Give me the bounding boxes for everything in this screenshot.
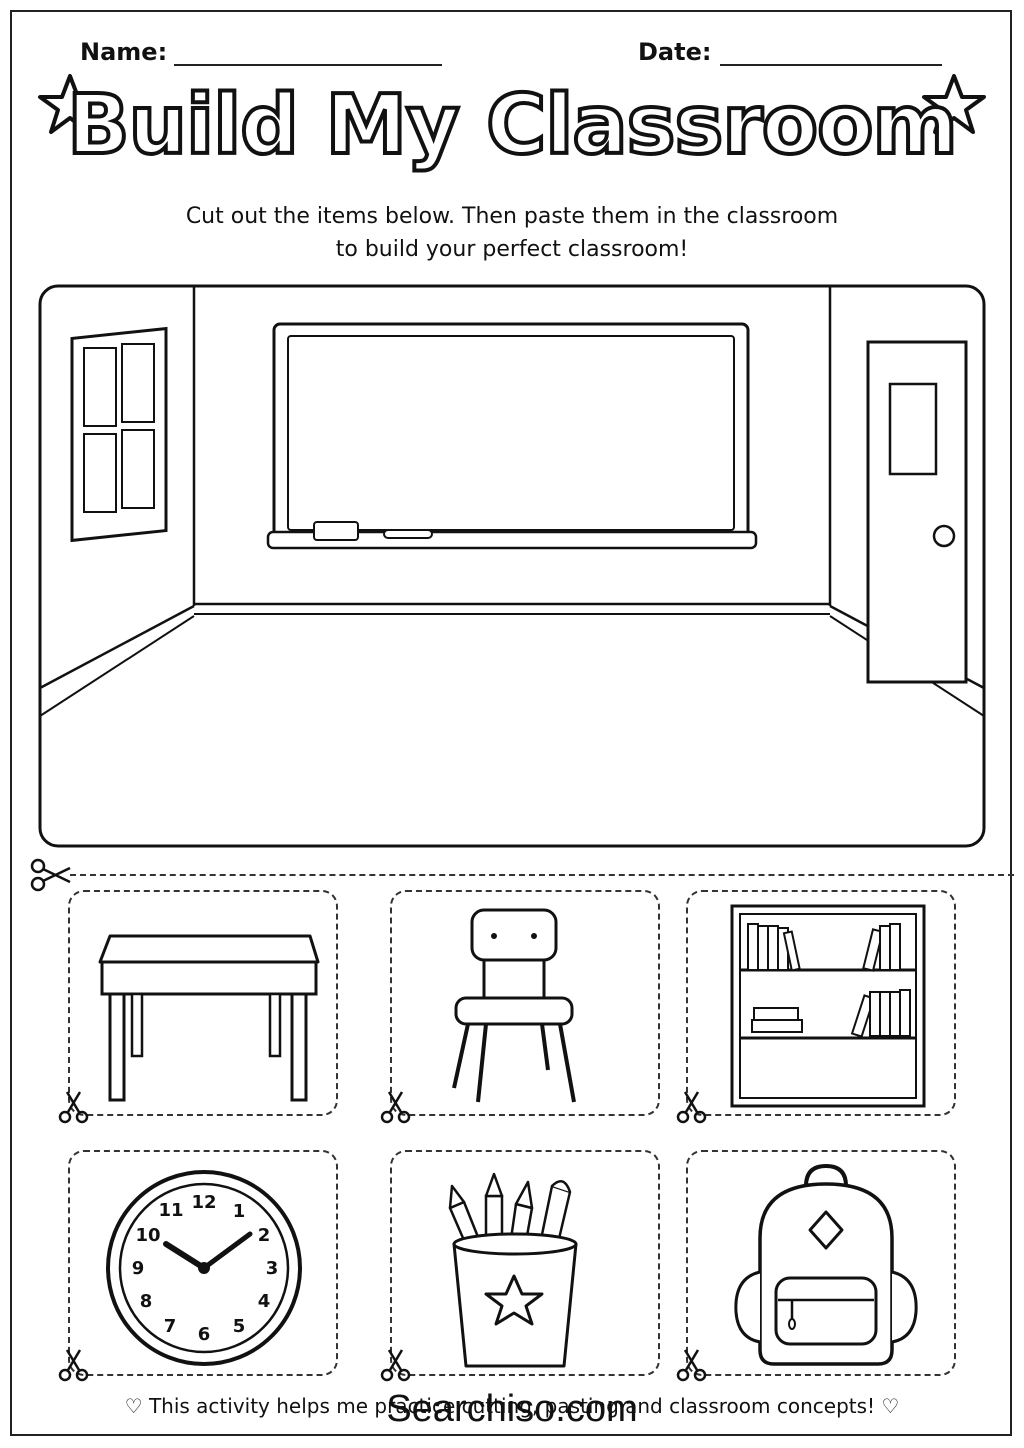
cutout-card-bookshelf[interactable] [686, 890, 956, 1116]
page-border [10, 10, 1012, 1436]
desk-icon [98, 934, 320, 1102]
name-label: Name: [80, 38, 168, 66]
window-icon [70, 326, 168, 543]
clock-number-12: 12 [191, 1192, 216, 1213]
pencil-cup-icon [448, 1172, 578, 1368]
clock-number-2: 2 [258, 1225, 271, 1246]
star-icon [38, 74, 102, 134]
scissors-icon [380, 1091, 411, 1124]
instructions-line-1: Cut out the items below. Then paste them… [185, 204, 839, 229]
scissors-icon [58, 1091, 89, 1124]
clock-number-5: 5 [233, 1316, 246, 1337]
name-field[interactable] [174, 64, 442, 66]
door-icon [866, 340, 968, 684]
date-label: Date: [638, 38, 712, 66]
clock-number-6: 6 [198, 1324, 211, 1345]
instructions-line-2: to build your perfect classroom! [335, 237, 689, 262]
chair-icon [452, 908, 576, 1103]
clock-number-1: 1 [233, 1201, 246, 1222]
scissors-icon [380, 1349, 411, 1382]
cut-line [70, 874, 1014, 876]
scissors-icon [676, 1091, 707, 1124]
classroom-scene [38, 284, 986, 848]
footer-note: ♡ This activity helps me practice cuttin… [124, 1394, 900, 1418]
date-field[interactable] [720, 64, 942, 66]
clock-icon: 12 1 2 3 4 5 6 7 8 9 10 11 [106, 1170, 302, 1366]
bookshelf-icon [730, 904, 926, 1108]
clock-number-7: 7 [164, 1316, 177, 1337]
star-icon [922, 74, 986, 134]
clock-number-4: 4 [258, 1291, 271, 1312]
cutout-card-clock[interactable]: 12 1 2 3 4 5 6 7 8 9 10 11 [68, 1150, 338, 1376]
cutout-card-pencil-cup[interactable] [390, 1150, 660, 1376]
cutout-card-backpack[interactable] [686, 1150, 956, 1376]
instructions: Cut out the items below. Then paste them… [0, 200, 1024, 266]
clock-number-9: 9 [132, 1258, 145, 1279]
whiteboard-icon [266, 322, 758, 550]
scissors-icon [676, 1349, 707, 1382]
clock-number-8: 8 [140, 1291, 153, 1312]
watermark: Searchiso.com [386, 1388, 638, 1430]
clock-number-11: 11 [158, 1200, 183, 1221]
backpack-icon [734, 1163, 918, 1366]
clock-number-10: 10 [135, 1225, 160, 1246]
cutout-card-chair[interactable] [390, 890, 660, 1116]
cutout-card-desk[interactable] [68, 890, 338, 1116]
scissors-icon [30, 858, 71, 892]
page-title: Build My Classroom [65, 76, 960, 175]
scissors-icon [58, 1349, 89, 1382]
clock-number-3: 3 [266, 1258, 279, 1279]
